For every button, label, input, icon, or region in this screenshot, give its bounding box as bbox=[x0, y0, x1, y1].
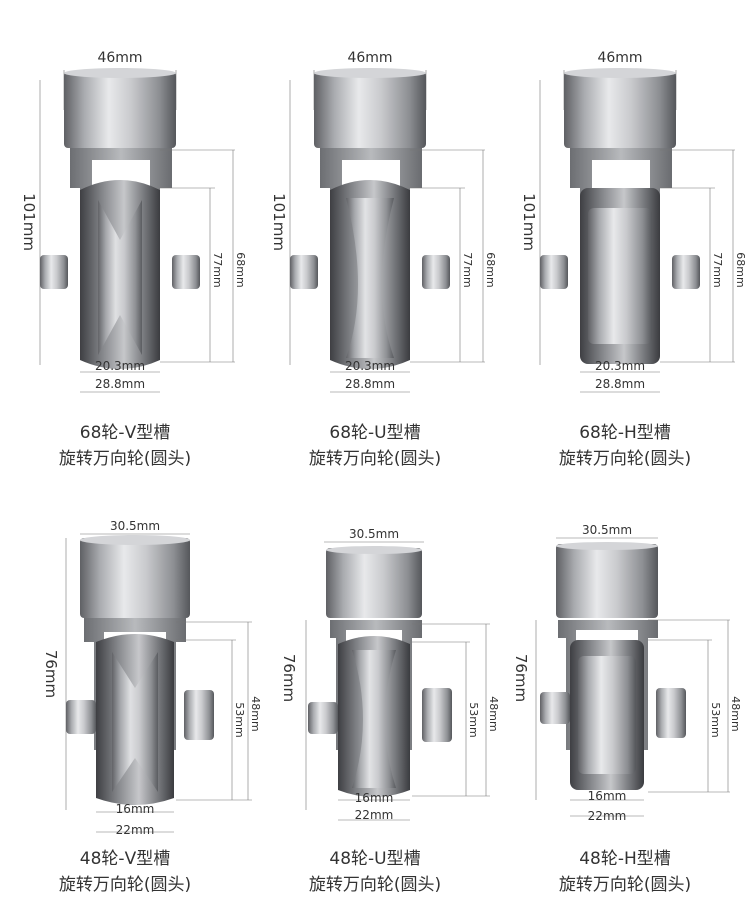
width-dimension-label: 46mm bbox=[347, 50, 392, 66]
width-dimension-label: 30.5mm bbox=[582, 523, 632, 537]
cylinder-head bbox=[314, 72, 426, 148]
cylinder-head bbox=[564, 72, 676, 148]
caption-title: 68轮-V型槽 bbox=[79, 423, 171, 443]
caster-drawing: 46mm 101mm 77mm 68mm 20.3mm 28.8mm bbox=[270, 50, 497, 393]
width-dimension-label: 30.5mm bbox=[349, 527, 399, 541]
axle-nut-left bbox=[308, 702, 338, 734]
base-width-label: 22mm bbox=[355, 808, 394, 822]
height-dimension-label: 76mm bbox=[280, 654, 298, 702]
axle-nut-right bbox=[422, 255, 450, 289]
axle-nut-right bbox=[672, 255, 700, 289]
bracket bbox=[84, 618, 186, 750]
groove-width-label: 16mm bbox=[116, 802, 155, 816]
caption-subtitle: 旋转万向轮(圆头) bbox=[558, 449, 692, 469]
axle-nut-left bbox=[540, 255, 568, 289]
axle-nut-right bbox=[422, 688, 452, 742]
axle-nut-left bbox=[66, 700, 96, 734]
groove-width-label: 16mm bbox=[355, 791, 394, 805]
height-dimension-label: 101mm bbox=[20, 193, 38, 251]
groove-width-label: 16mm bbox=[588, 789, 627, 803]
height-dimension-label: 101mm bbox=[520, 193, 538, 251]
product-card-68-v: 46mm 101mm 77mm 68mm 20.3mm 28.8mm 68轮-V… bbox=[0, 40, 250, 480]
axle-nut-left bbox=[40, 255, 68, 289]
outer-height-label: 48mm bbox=[729, 696, 742, 731]
axle-nut-left bbox=[540, 692, 570, 724]
caption-subtitle: 旋转万向轮(圆头) bbox=[308, 449, 442, 469]
cylinder-head bbox=[64, 72, 176, 148]
caster-drawing: 30.5mm 76mm 53mm 48mm 16mm 22mm bbox=[512, 523, 742, 823]
width-dimension-label: 30.5mm bbox=[110, 519, 160, 533]
base-width-label: 28.8mm bbox=[595, 377, 645, 391]
axle-nut-left bbox=[290, 255, 318, 289]
inner-height-label: 77mm bbox=[711, 252, 724, 287]
caption-subtitle: 旋转万向轮(圆头) bbox=[558, 875, 692, 895]
cylinder-head bbox=[80, 538, 190, 618]
inner-height-label: 77mm bbox=[461, 252, 474, 287]
height-dimension-label: 76mm bbox=[42, 650, 60, 698]
caption-subtitle: 旋转万向轮(圆头) bbox=[58, 875, 192, 895]
base-width-label: 28.8mm bbox=[95, 377, 145, 391]
caster-drawing: 30.5mm 76mm 53mm 48mm 16mm 22mm bbox=[280, 527, 500, 822]
groove-width-label: 20.3mm bbox=[595, 359, 645, 373]
product-card-68-h: 46mm 101mm 77mm 68mm 20.3mm 28.8mm 68轮-H… bbox=[500, 40, 750, 480]
caption-title: 48轮-V型槽 bbox=[79, 849, 171, 869]
height-dimension-label: 76mm bbox=[512, 654, 530, 702]
caption-title: 68轮-U型槽 bbox=[329, 423, 421, 443]
product-card-68-u: 46mm 101mm 77mm 68mm 20.3mm 28.8mm 68轮-U… bbox=[250, 40, 500, 480]
base-width-label: 28.8mm bbox=[345, 377, 395, 391]
inner-height-label: 53mm bbox=[233, 702, 246, 737]
base-width-label: 22mm bbox=[588, 809, 627, 823]
axle-nut-right bbox=[656, 688, 686, 738]
product-card-48-h: 30.5mm 76mm 53mm 48mm 16mm 22mm 48轮-H型槽 … bbox=[500, 510, 750, 910]
caption-title: 68轮-H型槽 bbox=[579, 423, 671, 443]
axle-nut-right bbox=[184, 690, 214, 740]
groove-width-label: 20.3mm bbox=[345, 359, 395, 373]
width-dimension-label: 46mm bbox=[597, 50, 642, 66]
groove-width-label: 20.3mm bbox=[95, 359, 145, 373]
caption-title: 48轮-U型槽 bbox=[329, 849, 421, 869]
inner-height-label: 53mm bbox=[467, 702, 480, 737]
product-card-48-v: 30.5mm 76mm 53mm 48mm 16mm 22mm 48轮-V型槽 … bbox=[0, 510, 262, 910]
caster-drawing: 46mm 101mm 77mm 68mm 20.3mm 28.8mm bbox=[520, 50, 747, 393]
outer-height-label: 48mm bbox=[487, 696, 500, 731]
outer-height-label: 48mm bbox=[249, 696, 262, 731]
caster-drawing: 30.5mm 76mm 53mm 48mm 16mm 22mm bbox=[42, 519, 262, 837]
outer-height-label: 68mm bbox=[484, 252, 497, 287]
axle-nut-right bbox=[172, 255, 200, 289]
caster-drawing: 46mm 101mm 77mm 68mm 20.3mm 28.8mm bbox=[20, 50, 247, 393]
outer-height-label: 68mm bbox=[734, 252, 747, 287]
inner-height-label: 53mm bbox=[709, 702, 722, 737]
cylinder-head bbox=[556, 544, 658, 618]
width-dimension-label: 46mm bbox=[97, 50, 142, 66]
inner-height-label: 77mm bbox=[211, 252, 224, 287]
caption-title: 48轮-H型槽 bbox=[579, 849, 671, 869]
height-dimension-label: 101mm bbox=[270, 193, 288, 251]
caption-subtitle: 旋转万向轮(圆头) bbox=[308, 875, 442, 895]
cylinder-head bbox=[326, 548, 422, 618]
outer-height-label: 68mm bbox=[234, 252, 247, 287]
product-card-48-u: 30.5mm 76mm 53mm 48mm 16mm 22mm 48轮-U型槽 … bbox=[250, 510, 500, 910]
base-width-label: 22mm bbox=[116, 823, 155, 837]
caption-subtitle: 旋转万向轮(圆头) bbox=[58, 449, 192, 469]
